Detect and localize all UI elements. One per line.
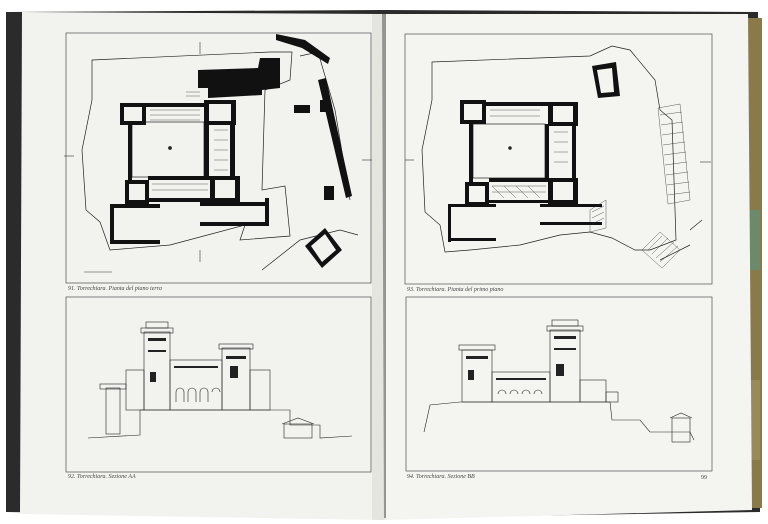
caption-section-aa: 92. Torrechiara. Sezione AA: [68, 474, 136, 480]
caption-ground-floor-plan: 91. Torrechiara. Pianta del piano terra: [68, 286, 163, 292]
left-page: [20, 12, 384, 520]
plan-first-walls: [448, 62, 620, 242]
plan-first-hatching: [490, 103, 691, 269]
section-aa-detail: [148, 338, 246, 382]
section-bb: [405, 296, 713, 472]
plan-ground-axis-marks: [64, 42, 372, 273]
plan-first-axis-marks: [405, 159, 711, 163]
plan-ground-walls: [110, 34, 352, 268]
caption-first-floor-plan: 93. Torrechiara. Pianta del primo piano: [407, 287, 504, 293]
section-aa: [65, 296, 372, 473]
plan-ground-hatching: [150, 91, 228, 191]
right-page: [386, 14, 752, 520]
caption-section-bb: 94. Torrechiara. Sezione BB: [407, 474, 475, 480]
page-number: 99: [701, 475, 707, 481]
section-bb-detail: [466, 336, 576, 380]
gutter: [372, 14, 386, 520]
